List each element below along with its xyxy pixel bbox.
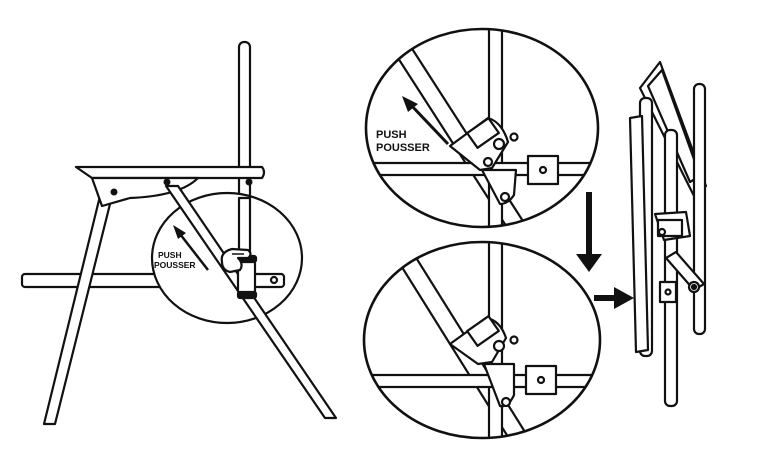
pousser-label: POUSSER [376,142,430,154]
front-leg [42,194,114,426]
push-arrow-icon [173,225,209,271]
closeup-push-latch [364,27,600,229]
folded-chair [628,60,708,408]
push-label-small: PUSH [158,250,182,260]
hand-icon [220,247,252,274]
down-arrow-icon [576,192,602,272]
pousser-label-small: POUSSER [154,260,196,270]
rear-leg [164,184,338,420]
chair-with-detail-circle [20,40,338,426]
right-arrow-icon [594,287,634,309]
push-arrow-icon [402,96,450,146]
closeup-latch-released [362,240,602,440]
push-label: PUSH [376,129,407,141]
seat [74,165,266,180]
